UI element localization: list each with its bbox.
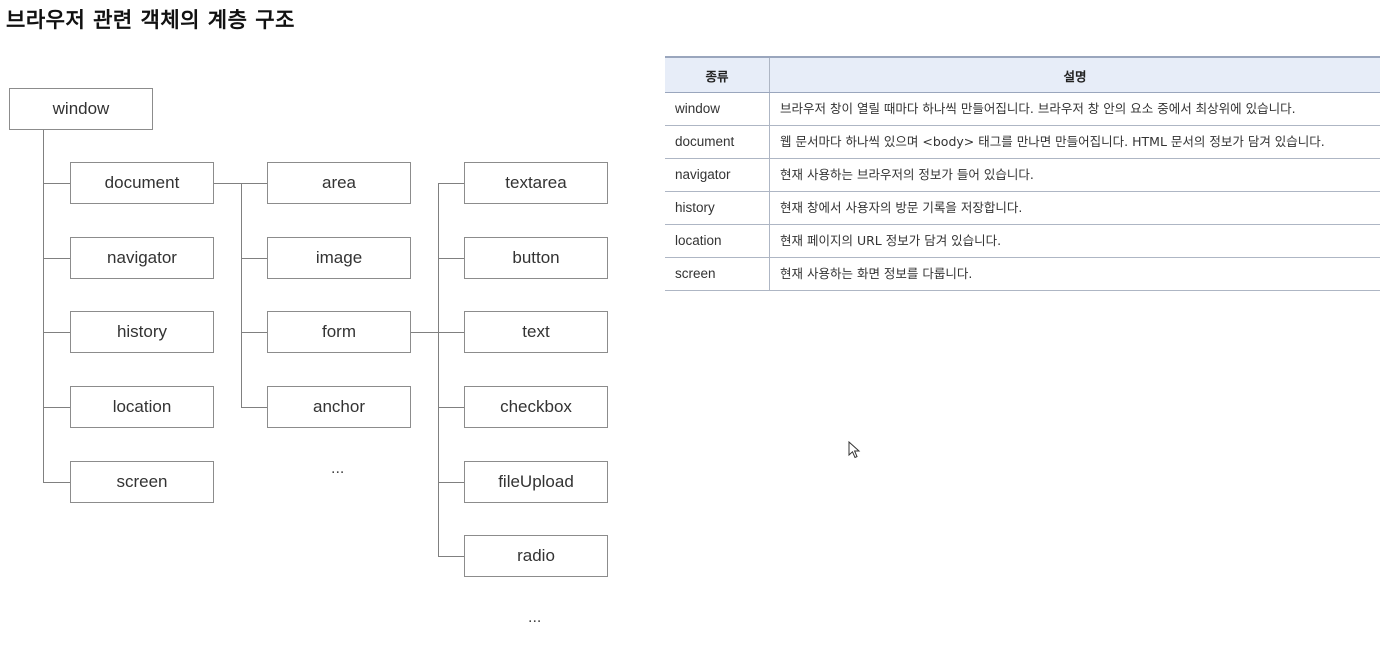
header-description: 설명 <box>769 56 1380 93</box>
node-radio: radio <box>464 535 608 577</box>
connector <box>411 332 438 333</box>
node-text: text <box>464 311 608 353</box>
row-description: 현재 페이지의 URL 정보가 담겨 있습니다. <box>769 224 1380 258</box>
node-ellipsis: ... <box>528 609 542 626</box>
connector <box>43 482 70 483</box>
node-anchor: anchor <box>267 386 411 428</box>
connector <box>438 407 465 408</box>
node-checkbox: checkbox <box>464 386 608 428</box>
connector <box>241 258 268 259</box>
node-button: button <box>464 237 608 279</box>
connector <box>43 129 44 482</box>
connector <box>241 407 268 408</box>
object-description-table: 종류 설명 window 브라우저 창이 열릴 때마다 하나씩 만들어집니다. … <box>665 56 1380 291</box>
mouse-pointer-icon <box>848 441 861 459</box>
row-name: history <box>665 191 770 225</box>
table-row: location 현재 페이지의 URL 정보가 담겨 있습니다. <box>665 224 1380 258</box>
page-title: 브라우저 관련 객체의 계층 구조 <box>6 8 295 32</box>
row-description: 현재 사용하는 화면 정보를 다룹니다. <box>769 257 1380 291</box>
node-fileupload: fileUpload <box>464 461 608 503</box>
table-row: screen 현재 사용하는 화면 정보를 다룹니다. <box>665 257 1380 291</box>
connector <box>438 332 465 333</box>
table-row: document 웹 문서마다 하나씩 있으며 <body> 태그를 만나면 만… <box>665 125 1380 159</box>
connector <box>438 183 465 184</box>
header-type: 종류 <box>665 56 770 93</box>
node-textarea: textarea <box>464 162 608 204</box>
node-image: image <box>267 237 411 279</box>
connector <box>43 183 70 184</box>
connector <box>43 332 70 333</box>
connector <box>43 407 70 408</box>
row-description: 웹 문서마다 하나씩 있으며 <body> 태그를 만나면 만들어집니다. HT… <box>769 125 1380 159</box>
connector <box>438 183 439 556</box>
connector <box>438 556 465 557</box>
node-document: document <box>70 162 214 204</box>
connector <box>43 258 70 259</box>
node-history: history <box>70 311 214 353</box>
table-row: history 현재 창에서 사용자의 방문 기록을 저장합니다. <box>665 191 1380 225</box>
row-name: document <box>665 125 770 159</box>
node-screen: screen <box>70 461 214 503</box>
row-name: window <box>665 92 770 126</box>
row-name: location <box>665 224 770 258</box>
row-name: screen <box>665 257 770 291</box>
node-ellipsis: ... <box>331 460 345 477</box>
connector <box>241 183 242 407</box>
node-area: area <box>267 162 411 204</box>
node-location: location <box>70 386 214 428</box>
node-navigator: navigator <box>70 237 214 279</box>
row-description: 브라우저 창이 열릴 때마다 하나씩 만들어집니다. 브라우저 창 안의 요소 … <box>769 92 1380 126</box>
table-row: window 브라우저 창이 열릴 때마다 하나씩 만들어집니다. 브라우저 창… <box>665 92 1380 126</box>
table-row: navigator 현재 사용하는 브라우저의 정보가 들어 있습니다. <box>665 158 1380 192</box>
table-header-row: 종류 설명 <box>665 56 1380 93</box>
connector <box>241 332 268 333</box>
connector <box>438 258 465 259</box>
node-form: form <box>267 311 411 353</box>
node-window: window <box>9 88 153 130</box>
connector <box>438 482 465 483</box>
row-name: navigator <box>665 158 770 192</box>
row-description: 현재 창에서 사용자의 방문 기록을 저장합니다. <box>769 191 1380 225</box>
row-description: 현재 사용하는 브라우저의 정보가 들어 있습니다. <box>769 158 1380 192</box>
